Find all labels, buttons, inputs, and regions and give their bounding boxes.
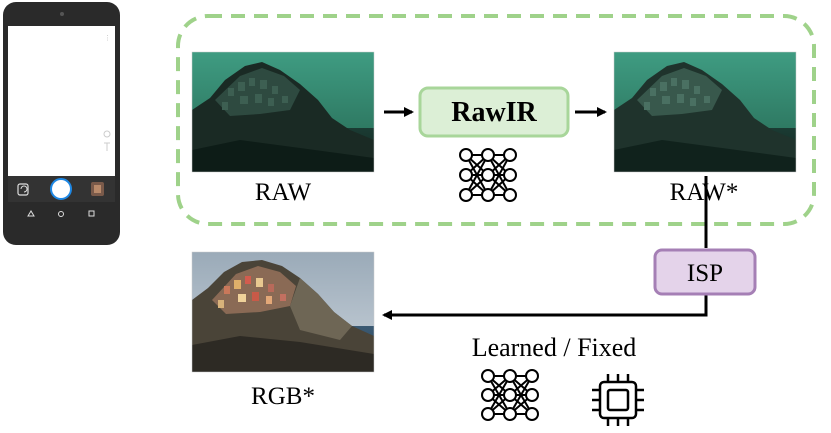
neural-network-icon <box>459 148 517 202</box>
nav-bar <box>27 210 95 217</box>
smartphone: ⋮ <box>3 2 120 245</box>
rawir-label: RawIR <box>451 97 537 128</box>
chip-icon <box>592 374 644 426</box>
rgb-star-image <box>192 252 374 372</box>
learned-network-icon <box>481 369 539 421</box>
raw-image <box>192 52 374 172</box>
isp-box <box>653 248 757 296</box>
raw-label: RAW <box>255 179 312 206</box>
raw-star-image <box>614 52 796 172</box>
gallery-thumbnail[interactable] <box>91 182 104 196</box>
learned-fixed-label: Learned / Fixed <box>472 333 637 362</box>
isp-label: ISP <box>687 260 723 287</box>
back-icon[interactable] <box>27 210 35 217</box>
on-device-frame <box>176 14 816 226</box>
shutter-button[interactable] <box>50 178 72 200</box>
recents-icon[interactable] <box>88 210 95 217</box>
raw-star-label: RAW* <box>670 179 739 206</box>
home-icon[interactable] <box>58 211 64 217</box>
arrow-isp-to-rgb <box>382 292 708 320</box>
svg-text:⋮: ⋮ <box>104 34 111 42</box>
switch-camera-icon[interactable] <box>17 183 29 196</box>
phone-screen <box>8 26 115 176</box>
rawir-box <box>418 86 570 138</box>
rgb-star-label: RGB* <box>251 383 315 410</box>
